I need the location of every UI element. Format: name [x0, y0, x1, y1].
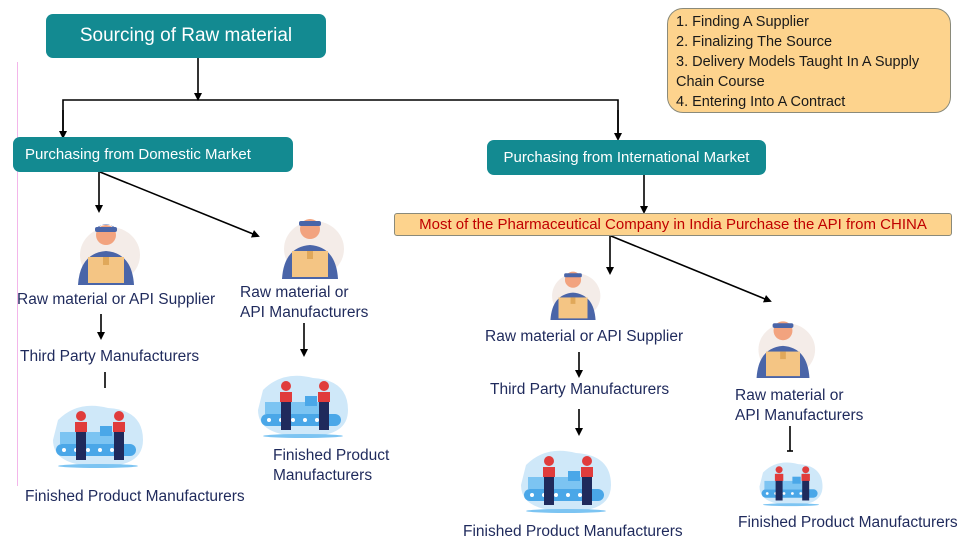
international-market-label: Purchasing from International Market — [503, 149, 750, 166]
domestic-finished-left-label: Finished Product Manufacturers — [25, 488, 245, 505]
connector-split-bar — [62, 99, 619, 138]
factory-workers-icon — [258, 375, 348, 438]
steps-item: 3. Delivery Models Taught In A Supply — [676, 54, 920, 70]
arrow-domestic-to-manufacturers — [99, 171, 260, 238]
factory-workers-icon — [53, 405, 143, 468]
factory-workers-icon — [521, 450, 611, 513]
international-market-box: Purchasing from International Market — [487, 140, 766, 175]
steps-item: 4. Entering Into A Contract — [676, 94, 846, 110]
domestic-market-label: Purchasing from Domestic Market — [25, 146, 251, 163]
intl-manufacturers-label-2: API Manufacturers — [735, 407, 864, 424]
intl-finished-left-label: Finished Product Manufacturers — [463, 523, 683, 540]
intl-manufacturers-label-1: Raw material or — [735, 387, 844, 404]
domestic-finished-right-label-1: Finished Product — [273, 447, 390, 464]
arrow-china-to-manufacturers — [610, 235, 772, 303]
domestic-manufacturers-label-2: API Manufacturers — [240, 304, 369, 321]
delivery-person-icon — [282, 219, 344, 279]
china-note-box: Most of the Pharmaceutical Company in In… — [394, 213, 952, 236]
domestic-finished-right-label-2: Manufacturers — [273, 467, 373, 484]
steps-note: 1. Finding A Supplier 2. Finalizing The … — [667, 8, 951, 113]
intl-finished-right-label: Finished Product Manufacturers — [738, 514, 958, 531]
steps-item: 2. Finalizing The Source — [676, 34, 833, 50]
title-text: Sourcing of Raw material — [79, 25, 293, 46]
delivery-person-icon — [550, 271, 601, 320]
china-note-text: Most of the Pharmaceutical Company in In… — [419, 216, 927, 233]
intl-third-party-label: Third Party Manufacturers — [490, 381, 670, 398]
domestic-supplier-label: Raw material or API Supplier — [17, 291, 216, 308]
steps-item: 1. Finding A Supplier — [676, 14, 810, 30]
domestic-third-party-label: Third Party Manufacturers — [20, 348, 200, 365]
factory-workers-icon — [759, 462, 823, 507]
steps-item: Chain Course — [676, 74, 765, 90]
domestic-market-box: Purchasing from Domestic Market — [13, 137, 293, 172]
delivery-person-icon — [756, 321, 816, 378]
delivery-person-icon — [78, 224, 140, 285]
intl-supplier-label: Raw material or API Supplier — [485, 328, 684, 345]
domestic-manufacturers-label-1: Raw material or — [240, 284, 349, 301]
title-box: Sourcing of Raw material — [46, 14, 326, 58]
slide-margin-line — [17, 62, 18, 486]
